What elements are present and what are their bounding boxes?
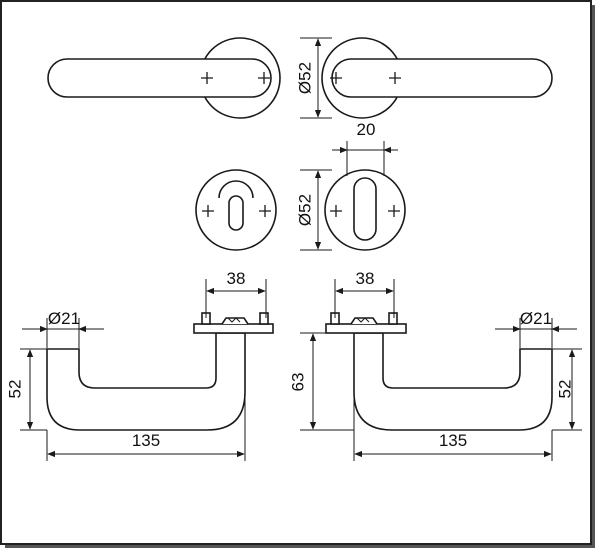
wc-indicator-escutcheon xyxy=(195,169,277,251)
turn-width-dimension: 20 xyxy=(332,120,398,176)
left-grip-diameter-label: Ø21 xyxy=(48,309,80,328)
left-mount-base xyxy=(193,323,274,334)
rose-diameter-label: Ø52 xyxy=(295,62,314,94)
total-height-dimension: 63 xyxy=(288,332,354,431)
right-lever-side-view xyxy=(325,312,553,431)
right-offset-dimension: 38 xyxy=(334,269,395,318)
left-lever-side-view xyxy=(46,312,274,431)
left-length-label: 135 xyxy=(132,431,160,450)
emergency-release-slot xyxy=(228,195,244,231)
left-spring-cassette xyxy=(221,317,249,325)
right-spring-cassette xyxy=(350,317,378,325)
left-length-dimension: 135 xyxy=(46,392,246,461)
left-offset-dimension: 38 xyxy=(205,269,267,318)
right-grip-diameter-label: Ø21 xyxy=(520,309,552,328)
right-lever-grip xyxy=(331,58,553,98)
left-lever-grip xyxy=(47,58,272,98)
right-length-dimension: 135 xyxy=(353,392,553,461)
right-height-label: 52 xyxy=(555,380,574,399)
right-mount-post xyxy=(388,312,398,325)
left-grip-diameter-dimension: Ø21 xyxy=(22,309,104,348)
right-lever-top-view xyxy=(321,37,553,119)
left-mount-post xyxy=(259,312,269,325)
screw-plus-icon xyxy=(389,72,401,84)
screw-plus-icon xyxy=(259,205,271,217)
escutcheon-diameter-dimension: Ø52 xyxy=(295,169,332,251)
right-length-label: 135 xyxy=(439,431,467,450)
rose-diameter-dimension: Ø52 xyxy=(295,37,332,119)
turn-width-label: 20 xyxy=(357,120,376,139)
thumb-turn xyxy=(353,177,377,241)
total-height-label: 63 xyxy=(288,373,307,392)
left-height-label: 52 xyxy=(5,380,24,399)
left-offset-label: 38 xyxy=(227,269,246,288)
left-lever-top-view xyxy=(47,37,281,119)
right-grip-diameter-dimension: Ø21 xyxy=(495,309,577,348)
indicator-window xyxy=(218,180,254,199)
wc-turn-escutcheon xyxy=(324,169,406,251)
escutcheon-diameter-label: Ø52 xyxy=(295,194,314,226)
left-height-dimension: 52 xyxy=(5,348,47,431)
screw-plus-icon xyxy=(330,205,342,217)
right-height-dimension: 52 xyxy=(552,348,582,431)
right-offset-label: 38 xyxy=(356,269,375,288)
screw-plus-icon xyxy=(388,205,400,217)
screw-plus-icon xyxy=(201,72,213,84)
right-mount-base xyxy=(325,323,407,334)
screw-plus-icon xyxy=(258,72,270,84)
screw-plus-icon xyxy=(330,72,342,84)
screw-plus-icon xyxy=(202,205,214,217)
